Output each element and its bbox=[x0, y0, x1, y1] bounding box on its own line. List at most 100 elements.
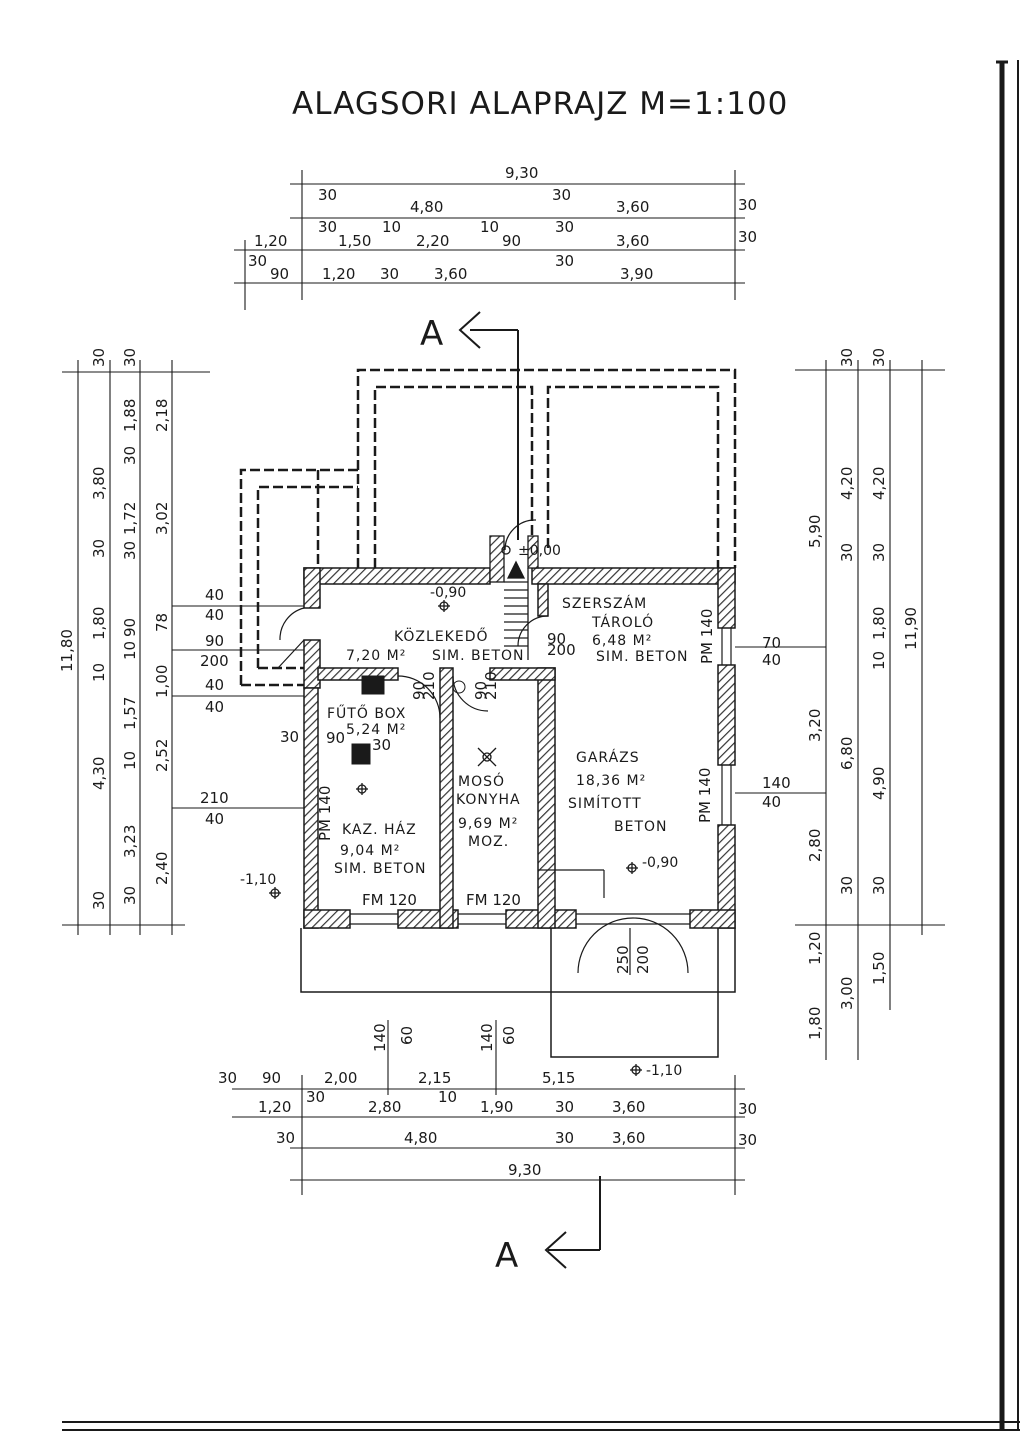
dim-text: 30 bbox=[248, 252, 267, 270]
opening-text: 40 bbox=[762, 651, 781, 669]
dim-text: 1,20 bbox=[322, 265, 355, 283]
dim-text: 4,30 bbox=[90, 757, 108, 790]
level-text: -1,10 bbox=[240, 872, 276, 888]
sheet-border bbox=[62, 60, 1020, 1431]
dim-text: 30 bbox=[738, 228, 757, 246]
dim-text: 30 bbox=[870, 348, 888, 367]
opening-text: 200 bbox=[200, 652, 229, 670]
opening-text: 210 bbox=[482, 671, 500, 700]
dim-text: 30 bbox=[121, 348, 139, 367]
room-name: MOSÓ bbox=[458, 772, 505, 790]
room-name: SZERSZÁM bbox=[562, 595, 647, 612]
room-area: 5,24 M² bbox=[346, 722, 406, 738]
dim-text: 30 bbox=[318, 186, 337, 204]
opening-text: 90 bbox=[472, 681, 490, 700]
room-floor: SIM. BETON bbox=[334, 861, 427, 877]
opening-text: 40 bbox=[762, 793, 781, 811]
dim-text: 3,23 bbox=[121, 825, 139, 858]
dim-text: 3,20 bbox=[806, 709, 824, 742]
opening-text: 40 bbox=[205, 586, 224, 604]
dim-text: 4,80 bbox=[410, 198, 443, 216]
dim-text: 30 bbox=[738, 196, 757, 214]
dim-text: 4,20 bbox=[870, 467, 888, 500]
dim-text: 5,15 bbox=[542, 1069, 575, 1087]
room-area: 9,04 M² bbox=[340, 843, 400, 859]
opening-text: 200 bbox=[634, 945, 652, 974]
room-floor2: BETON bbox=[614, 819, 668, 835]
opening-text: 40 bbox=[205, 698, 224, 716]
dim-text: 30 bbox=[218, 1069, 237, 1087]
dim-text: 3,60 bbox=[612, 1098, 645, 1116]
dim-text: 9,30 bbox=[505, 164, 538, 182]
room-name: FŰTŐ BOX bbox=[327, 704, 406, 722]
opening-text: FM 120 bbox=[362, 891, 417, 909]
dim-text: 3,60 bbox=[616, 198, 649, 216]
dim-text: 1,80 bbox=[806, 1007, 824, 1040]
dim-text: 2,15 bbox=[418, 1069, 451, 1087]
opening-text: FM 120 bbox=[466, 891, 521, 909]
room-name: KÖZLEKEDŐ bbox=[394, 627, 489, 645]
section-marker-top: A bbox=[420, 314, 443, 354]
opening-text: 70 bbox=[762, 634, 781, 652]
dim-text: 30 bbox=[838, 876, 856, 895]
level-text: -0,90 bbox=[430, 585, 466, 601]
dim-text: 30 bbox=[380, 265, 399, 283]
dim-text: 3,90 bbox=[620, 265, 653, 283]
dim-text: 11,80 bbox=[58, 629, 76, 672]
room-floor: SIM. BETON bbox=[596, 649, 689, 665]
opening-text: 60 bbox=[500, 1026, 518, 1045]
dim-text: 30 bbox=[555, 1129, 574, 1147]
room-area: 18,36 M² bbox=[576, 773, 646, 789]
dim-text: 3,60 bbox=[612, 1129, 645, 1147]
dim-text: 78 bbox=[153, 613, 171, 632]
dim-text: 30 bbox=[838, 348, 856, 367]
room-area: 9,69 M² bbox=[458, 816, 518, 832]
level-marks bbox=[269, 545, 642, 1076]
opening-text: 90 bbox=[547, 630, 566, 648]
opening-text: 210 bbox=[200, 789, 229, 807]
room-floor: SIMÍTOTT bbox=[568, 795, 642, 812]
dim-lines bbox=[62, 170, 945, 1195]
room-name2: KONYHA bbox=[456, 792, 521, 808]
opening-text: PM 140 bbox=[696, 768, 714, 823]
dim-text: 2,80 bbox=[368, 1098, 401, 1116]
dim-text: 1,80 bbox=[90, 607, 108, 640]
opening-text: 140 bbox=[371, 1023, 389, 1052]
dim-text: 30 bbox=[90, 539, 108, 558]
room-floor: SIM. BETON bbox=[432, 648, 525, 664]
dim-text: 10 bbox=[870, 651, 888, 670]
dim-text: 30 bbox=[121, 541, 139, 560]
dim-text: 30 bbox=[306, 1088, 325, 1106]
dim-text: 10 bbox=[90, 663, 108, 682]
dim-text: 3,60 bbox=[434, 265, 467, 283]
dim-text: 30 bbox=[121, 446, 139, 465]
dim-text: 30 bbox=[121, 886, 139, 905]
dim-text: 3,60 bbox=[616, 232, 649, 250]
opening-text: 90 bbox=[326, 729, 345, 747]
dim-text: 30 bbox=[318, 218, 337, 236]
dim-text: 90 bbox=[262, 1069, 281, 1087]
opening-text: 40 bbox=[205, 810, 224, 828]
dim-text: 10 bbox=[438, 1088, 457, 1106]
dim-text: 3,80 bbox=[90, 467, 108, 500]
dim-text: 1,50 bbox=[870, 952, 888, 985]
dim-text: 1,20 bbox=[806, 932, 824, 965]
dim-text: 90 bbox=[502, 232, 521, 250]
dim-text: 10 bbox=[121, 751, 139, 770]
walls bbox=[303, 567, 736, 929]
dim-text: 90 bbox=[121, 618, 139, 637]
dim-text: 30 bbox=[555, 218, 574, 236]
opening-text: 40 bbox=[205, 676, 224, 694]
fixtures bbox=[351, 675, 466, 765]
opening-text: PM 140 bbox=[316, 786, 334, 841]
dim-text: 1,90 bbox=[480, 1098, 513, 1116]
opening-text: 140 bbox=[478, 1023, 496, 1052]
opening-text: 140 bbox=[762, 774, 791, 792]
room-area: 7,20 M² bbox=[346, 648, 406, 664]
opening-text: 30 bbox=[372, 736, 391, 754]
dim-text: 1,20 bbox=[258, 1098, 291, 1116]
